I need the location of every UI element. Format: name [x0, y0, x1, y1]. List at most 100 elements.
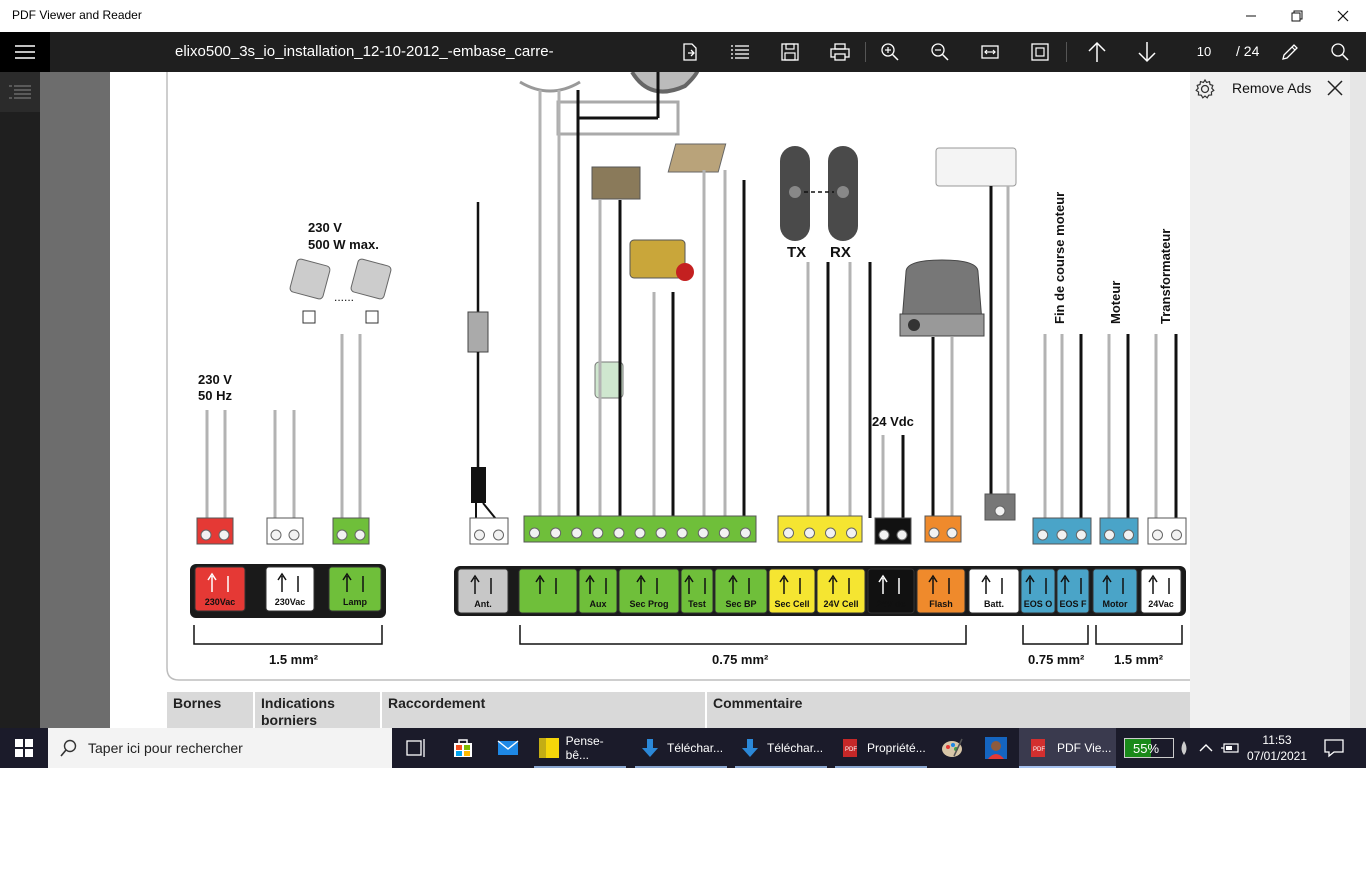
restore-button[interactable]: [1274, 0, 1320, 32]
section-bracket: [1022, 625, 1089, 645]
zoom-out-button[interactable]: [920, 32, 960, 72]
svg-text:PDF: PDF: [845, 747, 857, 753]
table-header-bornes: Bornes: [167, 692, 255, 728]
chevron-up-icon[interactable]: [1198, 736, 1214, 760]
share-icon: [683, 43, 697, 61]
terminal-label-cell: Ant.: [457, 568, 509, 614]
antenna-icon: [467, 202, 501, 525]
dc-voltage-label: 24 Vdc: [872, 414, 914, 429]
battery-fill: [1125, 739, 1152, 757]
gear-icon[interactable]: [1194, 78, 1216, 100]
section-075-motor-label: 0.75 mm²: [1028, 652, 1085, 667]
share-button[interactable]: [670, 32, 710, 72]
terminal-connector: [1032, 517, 1092, 545]
running-indicator: [1019, 766, 1116, 768]
taskbar-app-pdf-viewer[interactable]: PDF PDF Vie...: [1019, 728, 1116, 768]
page-up-icon: [1088, 41, 1106, 62]
taskbar-app-download-1[interactable]: Téléchar...: [635, 728, 727, 768]
fit-page-icon: [1031, 43, 1049, 61]
annotate-button[interactable]: [1270, 32, 1310, 72]
terminal-label-cell: 24Vac: [1140, 568, 1182, 614]
running-indicator: [735, 766, 827, 768]
pdf-file-icon: PDF: [843, 739, 857, 757]
download-icon: [742, 739, 758, 757]
search-button[interactable]: [1320, 32, 1360, 72]
terminal-label-cell: Sec BP: [714, 568, 768, 614]
toolbar-separator: [865, 42, 866, 62]
keyswitch-image: [591, 166, 641, 200]
close-ad-icon[interactable]: [1326, 79, 1344, 97]
notification-icon[interactable]: [1322, 736, 1346, 760]
power-plug-icon[interactable]: [1220, 736, 1240, 760]
page-total: / 24: [1236, 43, 1260, 59]
motor-label: Moteur: [1108, 280, 1123, 324]
terminal-label-cell: Lamp: [328, 566, 382, 612]
document-viewport[interactable]: ......: [40, 72, 1350, 728]
taskbar-app-label: Téléchar...: [667, 741, 724, 755]
previous-page-button[interactable]: [1077, 32, 1117, 72]
svg-text:PDF: PDF: [1033, 747, 1045, 753]
terminal-label-cell: Sec Cell: [768, 568, 816, 614]
system-clock[interactable]: 11:53 07/01/2021: [1244, 732, 1310, 764]
zoom-in-icon: [881, 43, 899, 61]
terminal-label: Motor: [1103, 599, 1128, 609]
print-icon: [830, 43, 850, 61]
page-number-input[interactable]: 10: [1176, 40, 1232, 64]
terminal-connector: [1147, 517, 1187, 545]
zoom-in-button[interactable]: [870, 32, 910, 72]
terminal-connector: [924, 515, 962, 543]
svg-text:......: ......: [334, 290, 354, 304]
windows-icon: [15, 739, 33, 757]
terminal-label: Ant.: [474, 599, 492, 609]
terminal-label-cell: Test: [680, 568, 714, 614]
taskbar-search[interactable]: Taper ici pour rechercher: [48, 728, 392, 768]
paint-icon[interactable]: [940, 736, 964, 760]
taskbar-app-sticky-notes[interactable]: Pense-bê...: [534, 728, 626, 768]
start-button[interactable]: [0, 728, 48, 768]
terminal-label: Sec Cell: [774, 599, 809, 609]
terminal-label-cell: Sec Prog: [618, 568, 680, 614]
remove-ads-button[interactable]: Remove Ads: [1232, 80, 1312, 96]
battery-meter[interactable]: 55%: [1124, 738, 1174, 758]
toolbar: elixo500_3s_io_installation_12-10-2012_-…: [0, 32, 1366, 72]
section-bracket: [193, 625, 383, 645]
close-window-button[interactable]: [1320, 0, 1366, 32]
sticky-notes-icon: [539, 738, 559, 758]
lamp-voltage-label: 230 V: [308, 220, 342, 235]
drop-icon[interactable]: [1176, 736, 1192, 760]
task-view-icon[interactable]: [404, 736, 428, 760]
taskbar-app-download-2[interactable]: Téléchar...: [735, 728, 827, 768]
left-rail: [0, 72, 40, 728]
red-button-icon: [676, 263, 694, 281]
menu-button[interactable]: [0, 32, 50, 72]
taskbar-app-properties[interactable]: PDF Propriété...: [835, 728, 927, 768]
terminal-label-cell: Batt.: [968, 568, 1020, 614]
restore-icon: [1291, 10, 1303, 22]
outline-button[interactable]: [720, 32, 760, 72]
terminal-label: Lamp: [343, 597, 368, 607]
print-button[interactable]: [820, 32, 860, 72]
thumbnails-button[interactable]: [0, 72, 40, 112]
terminal-label-cell: 24V dc: [867, 568, 915, 614]
terminal-label: 24V dc: [876, 599, 905, 609]
terminal-connector: [332, 517, 370, 545]
vertical-scrollbar[interactable]: [1350, 72, 1366, 728]
store-icon[interactable]: [451, 736, 475, 760]
minimize-button[interactable]: [1228, 0, 1274, 32]
section-bracket: [519, 625, 967, 645]
terminal-label: EOS O: [1024, 599, 1053, 609]
terminal-label: Flash: [929, 599, 953, 609]
save-button[interactable]: [770, 32, 810, 72]
terminal-connector: [777, 515, 863, 543]
taskbar-app-label: Pense-bê...: [565, 734, 604, 762]
mail-icon[interactable]: [496, 736, 520, 760]
photos-icon[interactable]: [984, 736, 1008, 760]
supply-frequency-label: 50 Hz: [198, 388, 232, 403]
taskbar-app-label: PDF Vie...: [1057, 741, 1112, 755]
terminal-connector: [469, 517, 509, 545]
fit-page-button[interactable]: [1020, 32, 1060, 72]
transformer-label: Transformateur: [1158, 228, 1173, 324]
fit-width-button[interactable]: [970, 32, 1010, 72]
next-page-button[interactable]: [1127, 32, 1167, 72]
